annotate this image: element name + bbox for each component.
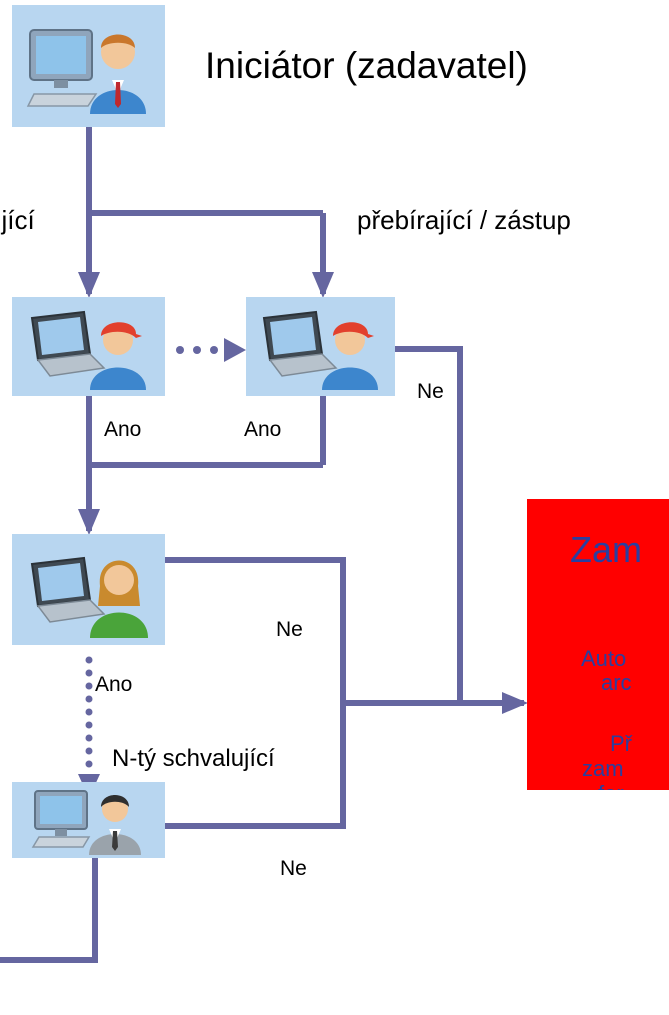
reject-box-line-1: Auto (581, 646, 627, 671)
reject-box-title: Zam (570, 529, 642, 570)
dot-v1 (85, 656, 93, 664)
dot-v3 (85, 682, 93, 690)
laptop-woman-icon (30, 556, 148, 638)
substitute-no-line (388, 346, 463, 703)
reject-box-line-3: Př (610, 731, 632, 756)
approver-1-node (12, 297, 165, 396)
final-bottom-line (0, 858, 98, 963)
dot-v7 (85, 734, 93, 742)
dot-h2 (193, 346, 201, 354)
desktop-businessman-icon (31, 790, 141, 855)
substitute-no-label: Ne (417, 380, 444, 403)
female-yes-label: Ano (95, 673, 133, 696)
initiator-node (12, 5, 165, 127)
female-no-line (155, 557, 346, 829)
approver-1-yes-label: Ano (104, 418, 142, 441)
right-branch-label: přebírající / zástup (357, 205, 571, 235)
dot-v9 (85, 760, 93, 768)
dot-h3 (210, 346, 218, 354)
dot-v4 (85, 695, 93, 703)
reject-box-line-5: for (598, 781, 624, 790)
female-no-label: Ne (276, 618, 303, 641)
desktop-user-icon (26, 29, 146, 114)
laptop-worker-icon (30, 310, 146, 390)
dot-h1 (176, 346, 184, 354)
reject-box-line-4: zam (582, 756, 624, 781)
dot-v6 (85, 721, 93, 729)
approver-nth-node (12, 782, 165, 858)
laptop-worker-icon (262, 310, 378, 390)
initiator-label: Iniciátor (zadavatel) (205, 45, 528, 86)
substitute-yes-label: Ano (244, 418, 282, 441)
approver-female-node (12, 534, 165, 645)
reject-box: Zam Auto arc Př zam for (527, 499, 669, 790)
dotted-arrow-head (224, 338, 246, 362)
substitute-node (246, 297, 395, 396)
nth-approver-label: N-tý schvalující (112, 745, 275, 772)
dot-v8 (85, 747, 93, 755)
reject-box-line-2: arc (601, 670, 632, 695)
nth-no-label: Ne (280, 857, 307, 880)
dot-v2 (85, 669, 93, 677)
left-branch-label: ující (0, 205, 35, 235)
dot-v5 (85, 708, 93, 716)
